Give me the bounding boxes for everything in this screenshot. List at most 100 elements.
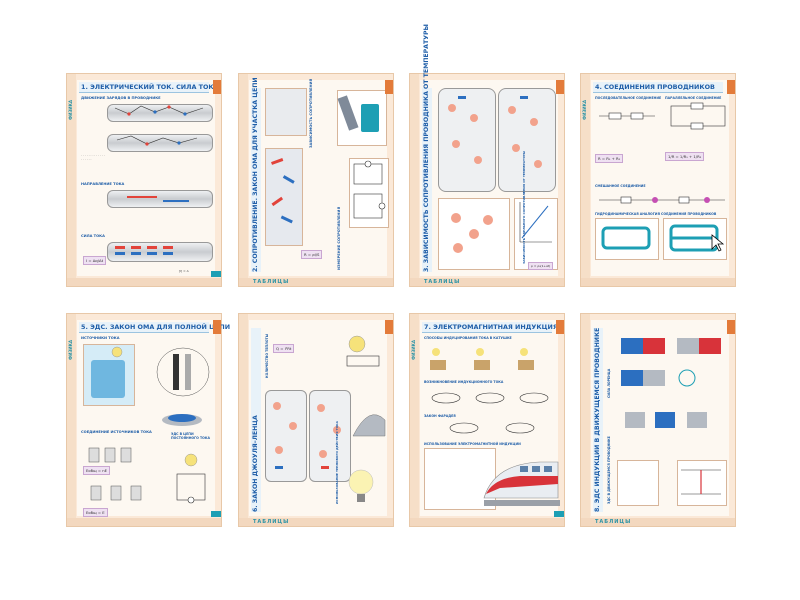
poster-sheet-3[interactable]: 3. ЗАВИСИМОСТЬ СОПРОТИВЛЕНИЯ ПРОВОДНИКА … bbox=[409, 24, 565, 287]
description-text: . . . . . . . . . . . . . . . . . . . bbox=[81, 153, 105, 161]
conductor-cylinder bbox=[265, 148, 303, 246]
resistivity-graph bbox=[519, 202, 552, 243]
lattice-cylinder bbox=[498, 88, 556, 192]
sheet-bottom-bar bbox=[67, 278, 221, 286]
section-label: НАПРАВЛЕНИЕ ТОКА bbox=[81, 182, 125, 186]
section-label: СМЕШАННОЕ СОЕДИНЕНИЕ bbox=[595, 184, 646, 188]
induced-current-loops bbox=[431, 392, 549, 404]
lightbulb-illustration bbox=[348, 469, 374, 502]
sheet-corner-tab bbox=[213, 80, 221, 94]
brand-label: ТАБЛИЦЫ bbox=[595, 519, 632, 525]
lattice-cylinder bbox=[265, 390, 307, 482]
sheet-corner-tab bbox=[211, 271, 221, 277]
circuit-diagram bbox=[349, 158, 389, 228]
pipe-diagram bbox=[601, 226, 651, 250]
formula-box: Eобщ = E bbox=[83, 508, 108, 517]
section-label: ГИДРОДИНАМИЧЕСКАЯ АНАЛОГИЯ СОЕДИНЕНИЯ ПР… bbox=[595, 212, 717, 216]
ion-diagram bbox=[451, 213, 493, 253]
battery-cross-section bbox=[156, 347, 210, 397]
formula-box: 1/R = 1/R₁ + 1/R₂ bbox=[665, 152, 705, 161]
sheet-corner-tab bbox=[556, 320, 564, 334]
formula-box: R = ρl/S bbox=[301, 250, 323, 259]
section-label: ИСПОЛЬЗОВАНИЕ ЭЛЕКТРОМАГНИТНОЙ ИНДУКЦИИ bbox=[424, 442, 521, 446]
sheet-bottom-bar bbox=[410, 278, 564, 286]
mouse-pointer-icon bbox=[711, 234, 725, 252]
section-label: ИСТОЧНИКИ ТОКА bbox=[81, 336, 120, 340]
section-label: КОЛИЧЕСТВО ТЕПЛОТЫ bbox=[265, 334, 269, 378]
formula-box: Q = I²Rt bbox=[273, 344, 295, 353]
conductor-tube bbox=[107, 190, 213, 208]
poster-sheet-6[interactable]: 6. ЗАКОН ДЖОУЛЯ–ЛЕНЦА КОЛИЧЕСТВО ТЕПЛОТЫ… bbox=[238, 313, 394, 527]
section-label: ДВИЖЕНИЕ ЗАРЯДОВ В ПРОВОДНИКЕ bbox=[81, 96, 161, 100]
rail-diagram bbox=[677, 460, 727, 506]
pipe-diagram bbox=[669, 224, 719, 252]
series-parallel-circuits bbox=[599, 102, 726, 130]
section-label: СОЕДИНЕНИЕ ИСТОЧНИКОВ ТОКА bbox=[81, 430, 152, 434]
maglev-train-illustration bbox=[483, 461, 560, 506]
parallel-cells bbox=[90, 485, 142, 501]
formula-box: I = Δq/Δt bbox=[83, 256, 107, 265]
sheet-bottom-bar bbox=[581, 278, 735, 286]
sheet-left-band bbox=[410, 74, 419, 286]
poster-sheet-4[interactable]: ФИЗИКА 4. СОЕДИНЕНИЯ ПРОВОДНИКОВ ПОСЛЕДО… bbox=[580, 73, 736, 287]
sheet-title: 7. ЭЛЕКТРОМАГНИТНАЯ ИНДУКЦИЯ bbox=[422, 322, 558, 333]
poster-sheet-8[interactable]: 8. ЭДС ИНДУКЦИИ В ДВИЖУЩЕМСЯ ПРОВОДНИКЕ … bbox=[580, 313, 736, 527]
lattice-ions bbox=[448, 96, 542, 168]
section-label: СПОСОБЫ ИНДУЦИРОВАНИЯ ТОКА В КАТУШКЕ bbox=[424, 336, 512, 340]
conductor-tube bbox=[107, 104, 213, 122]
section-label: ЗАВИСИМОСТЬ УДЕЛЬНОГО СОПРОТИВЛЕНИЯ ОТ Т… bbox=[522, 151, 526, 264]
section-label: СИЛА ТОКА bbox=[81, 234, 105, 238]
lattice-cylinder bbox=[309, 390, 351, 482]
brand-label: ТАБЛИЦЫ bbox=[424, 279, 461, 285]
circuit-lines bbox=[353, 160, 386, 219]
poster-sheet-2[interactable]: 2. СОПРОТИВЛЕНИЕ. ЗАКОН ОМА ДЛЯ УЧАСТКА … bbox=[238, 73, 394, 287]
brand-label: ТАБЛИЦЫ bbox=[253, 519, 290, 525]
section-label: ЗАКОН ФАРАДЕЯ bbox=[424, 414, 456, 418]
sheet-bottom-bar bbox=[410, 518, 564, 526]
formula-box: R = R₁ + R₂ bbox=[595, 154, 624, 163]
charge-arrow bbox=[163, 200, 189, 202]
faraday-law-loops bbox=[449, 422, 535, 434]
sheet-left-band bbox=[239, 74, 248, 286]
sheet-title: 1. ЭЛЕКТРИЧЕСКИЙ ТОК. СИЛА ТОКА bbox=[79, 82, 219, 93]
current-flow-arrows bbox=[115, 246, 173, 255]
circuit-with-lamp bbox=[176, 453, 206, 504]
section-label: ЗАВИСИМОСТЬ СОПРОТИВЛЕНИЯ bbox=[309, 78, 313, 148]
sheet-title: 8. ЭДС ИНДУКЦИИ В ДВИЖУЩЕМСЯ ПРОВОДНИКЕ bbox=[593, 327, 603, 512]
magnet-conductor-diagrams bbox=[621, 338, 721, 387]
mixed-circuit bbox=[599, 196, 725, 204]
subject-label: ФИЗИКА bbox=[582, 100, 587, 120]
sheet-bottom-bar bbox=[581, 518, 735, 526]
section-label: ЭДС В ЦЕПИ ПОСТОЯННОГО ТОКА bbox=[171, 432, 210, 440]
sheet-corner-tab bbox=[211, 511, 221, 517]
unit-text: [I] = A bbox=[179, 269, 189, 273]
subject-label: ФИЗИКА bbox=[68, 340, 73, 360]
poster-sheet-5[interactable]: ФИЗИКА 5. ЭДС. ЗАКОН ОМА ДЛЯ ПОЛНОЙ ЦЕПИ… bbox=[66, 313, 231, 527]
sheet-left-band bbox=[581, 74, 590, 286]
brand-label: ТАБЛИЦЫ bbox=[253, 279, 290, 285]
section-label: ПАРАЛЛЕЛЬНОЕ СОЕДИНЕНИЕ bbox=[665, 96, 722, 100]
sheet-bottom-bar bbox=[239, 518, 393, 526]
current-arrow bbox=[127, 196, 157, 198]
formula-box: Eобщ = nE bbox=[83, 466, 111, 475]
sheet-corner-tab bbox=[727, 80, 735, 94]
sheet-corner-tab bbox=[554, 511, 564, 517]
sheet-left-band bbox=[581, 314, 590, 526]
poster-sheet-7[interactable]: ФИЗИКА 7. ЭЛЕКТРОМАГНИТНАЯ ИНДУКЦИЯ СПОС… bbox=[409, 313, 565, 527]
conductor-illustration bbox=[265, 88, 307, 136]
sheet-left-band bbox=[67, 314, 76, 526]
conductor-tube bbox=[107, 134, 213, 152]
formula-panel bbox=[617, 460, 659, 506]
formula-box: ρ = ρ₀(1+αt) bbox=[528, 262, 554, 270]
lattice-ions bbox=[273, 402, 341, 469]
button-battery bbox=[162, 414, 202, 426]
sheet-title: 3. ЗАВИСИМОСТЬ СОПРОТИВЛЕНИЯ ПРОВОДНИКА … bbox=[422, 24, 432, 272]
coil-induction-methods bbox=[430, 348, 534, 370]
sheet-title: 5. ЭДС. ЗАКОН ОМА ДЛЯ ПОЛНОЙ ЦЕПИ bbox=[79, 322, 231, 333]
poster-sheet-1[interactable]: ФИЗИКА 1. ЭЛЕКТРИЧЕСКИЙ ТОК. СИЛА ТОКА Д… bbox=[66, 73, 222, 287]
charge-motion-diagram bbox=[114, 105, 204, 146]
sheet-title: 6. ЗАКОН ДЖОУЛЯ–ЛЕНЦА bbox=[251, 328, 261, 512]
sheet-left-band bbox=[67, 74, 76, 286]
sheet-bottom-bar bbox=[239, 278, 393, 286]
sheet-corner-tab bbox=[385, 320, 393, 334]
